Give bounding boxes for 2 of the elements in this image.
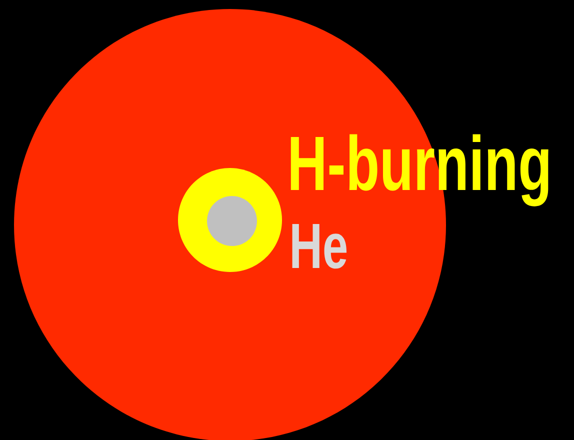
core-circle <box>207 196 257 246</box>
layer-label: He <box>292 224 347 269</box>
